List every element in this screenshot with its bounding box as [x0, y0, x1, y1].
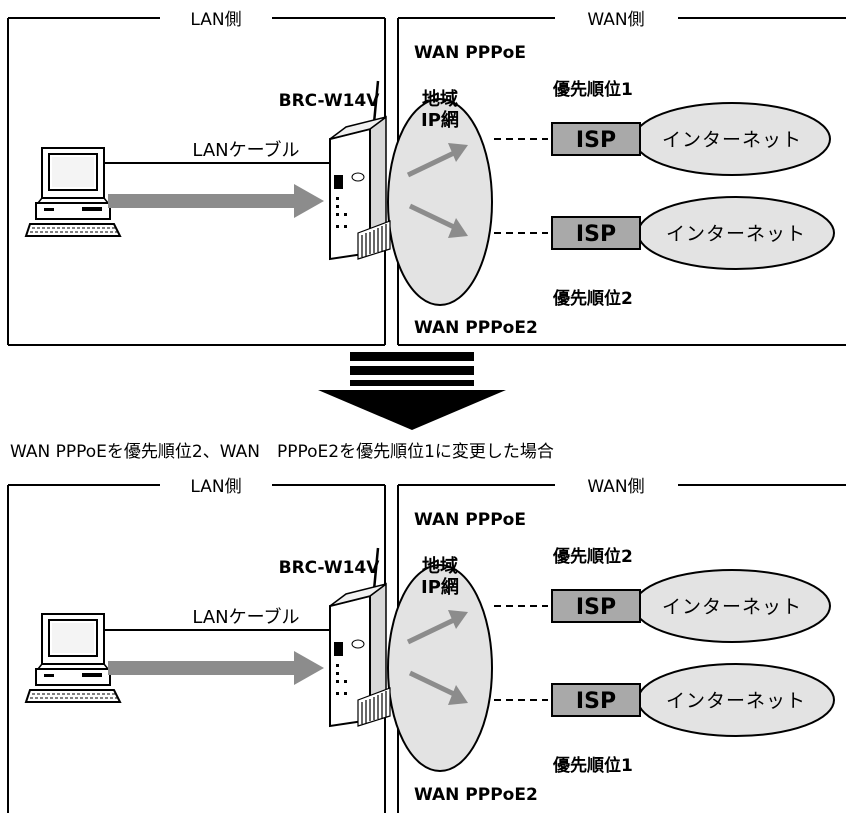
priority-top-label: 優先順位1: [552, 79, 633, 100]
svg-text:ISP: ISP: [576, 222, 616, 247]
priority-top-label: 優先順位2: [552, 546, 633, 567]
isp-box: ISP: [552, 123, 640, 155]
svg-text:ISP: ISP: [576, 128, 616, 153]
computer-icon: [26, 148, 120, 236]
wan-side-label: WAN側: [587, 477, 644, 497]
regional-network-label-1: 地域: [422, 88, 458, 110]
lan-side-label: LAN側: [190, 477, 241, 497]
internet-label: インターネット: [662, 129, 802, 151]
regional-network-label-1: 地域: [422, 555, 458, 577]
wan-pppoe2-label: WAN PPPoE2: [414, 785, 538, 805]
svg-text:ISP: ISP: [576, 595, 616, 620]
arrow-icon: [108, 651, 324, 685]
wan-side-label: WAN側: [587, 10, 644, 30]
router-model-label: BRC-W14V: [279, 91, 381, 111]
down-arrow-icon: [318, 352, 506, 430]
internet-label: インターネット: [662, 596, 802, 618]
transition-caption: WAN PPPoEを優先順位2、WAN PPPoE2を優先順位1に変更した場合: [10, 442, 554, 462]
scenario-before: LAN側 WAN側 LANケーブル 地域 IP網 BRC-W14V: [8, 10, 846, 345]
lan-cable-label: LANケーブル: [192, 139, 299, 161]
priority-bottom-label: 優先順位2: [552, 288, 633, 309]
regional-network-label-2: IP網: [421, 576, 459, 598]
computer-icon: [26, 614, 120, 702]
lan-side-label: LAN側: [190, 10, 241, 30]
svg-text:ISP: ISP: [576, 689, 616, 714]
wan-pppoe-label: WAN PPPoE: [414, 510, 526, 530]
isp-box: ISP: [552, 590, 640, 622]
internet-label: インターネット: [666, 690, 806, 712]
lan-cable-label: LANケーブル: [192, 606, 299, 628]
scenario-after: LAN側 WAN側 LANケーブル 地域 IP網 BRC-W14V WAN P: [8, 477, 846, 813]
regional-network-label-2: IP網: [421, 109, 459, 131]
router-model-label: BRC-W14V: [279, 558, 381, 578]
arrow-icon: [108, 184, 324, 218]
wan-pppoe2-label: WAN PPPoE2: [414, 318, 538, 338]
internet-label: インターネット: [666, 223, 806, 245]
isp-box: ISP: [552, 217, 640, 249]
isp-box: ISP: [552, 684, 640, 716]
priority-bottom-label: 優先順位1: [552, 755, 633, 776]
wan-pppoe-label: WAN PPPoE: [414, 43, 526, 63]
